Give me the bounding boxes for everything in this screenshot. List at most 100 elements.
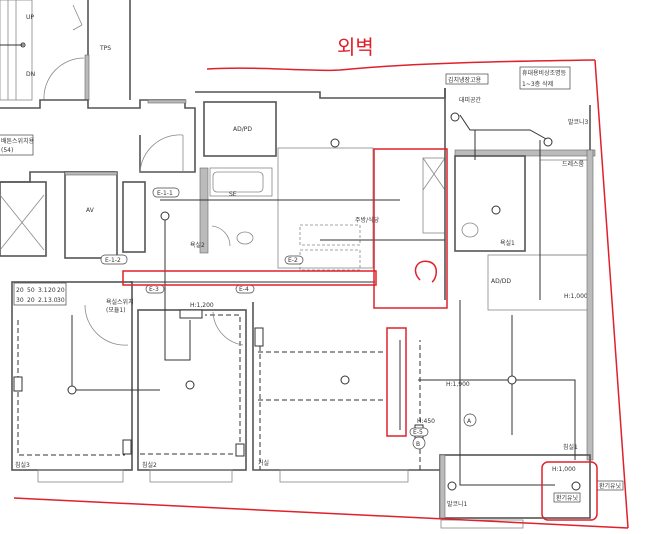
- plan-linework: [422, 157, 446, 191]
- plan-linework: [409, 427, 429, 437]
- plan-linework: [64, 171, 118, 176]
- plan-label: 3.0: [48, 297, 58, 304]
- plan-linework: [0, 194, 45, 251]
- plan-linework: [543, 137, 553, 147]
- plan-linework: [491, 205, 501, 215]
- plan-linework: [373, 148, 448, 309]
- plan-label: 30: [16, 297, 24, 304]
- stair: UP DN: [0, 0, 35, 101]
- plan-linework: [450, 112, 460, 122]
- plan-linework: [299, 224, 361, 246]
- height-450: H:450: [417, 418, 435, 425]
- plan-linework: [0, 181, 47, 257]
- tag-e-3: E-3: [149, 286, 159, 293]
- av-room: AV: [64, 171, 118, 259]
- tps-label: TPS: [99, 45, 111, 52]
- plan-linework: [139, 134, 184, 173]
- plan-linework: [43, 57, 85, 101]
- plan-linework: [386, 327, 407, 437]
- vent-unit-label: 환기유닛: [556, 494, 579, 502]
- plan-linework: [179, 309, 203, 319]
- plan-linework: [340, 375, 350, 385]
- plan-label: 20: [57, 287, 65, 294]
- emergency-light-note-box: [519, 66, 571, 90]
- emergency-note-line2: 1~3층 삭제: [522, 80, 553, 88]
- av-label: AV: [86, 207, 95, 214]
- bath1-label: 욕실1: [500, 239, 515, 247]
- plan-linework: [254, 327, 264, 347]
- plan-linework: [122, 270, 377, 286]
- plan-linework: [235, 443, 245, 457]
- plan-linework: [330, 138, 340, 148]
- plan-linework: [553, 492, 581, 503]
- plan-linework: [72, 24, 83, 31]
- plan-linework: [459, 300, 555, 486]
- plan-linework: [422, 157, 446, 234]
- tps-room: TPS: [43, 0, 131, 101]
- plan-label: 20: [48, 287, 56, 294]
- plan-linework: [206, 59, 596, 72]
- balcony1: 발코니1 침실1 H:1,000 환기유닛 환기유닛: [439, 443, 624, 519]
- emergency-note-line1: 휴대용비상조명등: [522, 69, 567, 77]
- tag-e-1-1: E-1-1: [157, 190, 173, 197]
- tag-se: SE: [229, 191, 237, 198]
- ad-pd-label: AD/PD: [233, 126, 252, 133]
- plan-linework: [541, 461, 598, 521]
- height-1200: H:1,200: [190, 302, 214, 309]
- plan-linework: [0, 134, 34, 156]
- living-room: 거실: [252, 302, 440, 471]
- plan-linework: [164, 215, 191, 361]
- kimchi-note: 김치냉장고용: [448, 76, 482, 84]
- balcony3-label: 발코니3: [568, 118, 589, 126]
- plan-linework: [100, 254, 128, 265]
- red-markup: 외벽: [13, 35, 629, 529]
- bedroom3-label: 침실3: [15, 461, 30, 469]
- kimchi-note-box: [445, 73, 489, 85]
- plan-linework: [152, 187, 180, 198]
- bedroom3: 20 50 3.1 20 20 30 20 2.1 3.0 30 침실3: [11, 281, 133, 471]
- tag-e-1-2: E-1-2: [105, 257, 121, 264]
- plan-linework: [252, 302, 440, 471]
- vent-unit-label-2: 환기유닛: [599, 482, 622, 490]
- plan-linework: [418, 379, 576, 460]
- plan-linework: [279, 469, 409, 483]
- kitchen-label: 주방/식당: [355, 216, 380, 224]
- switch-note: 배튼스위치용 (54): [0, 134, 35, 156]
- plan-linework: [236, 231, 254, 245]
- plan-linework: [454, 149, 596, 157]
- plan-linework: [195, 88, 446, 99]
- plan-linework: [84, 54, 90, 101]
- plan-linework: [454, 155, 526, 252]
- plan-linework: [412, 436, 426, 450]
- plan-linework: [439, 454, 591, 519]
- tag-e-2: E-2: [288, 257, 298, 264]
- dressroom-label: 드레스룸: [562, 160, 585, 168]
- marker-b: B: [416, 441, 420, 448]
- plan-linework: [160, 211, 170, 221]
- ad-pd-shaft: AD/PD: [203, 101, 277, 157]
- plan-linework: [71, 315, 160, 391]
- plan-linework: [72, 4, 83, 26]
- bedroom2-label: 침실2: [142, 461, 157, 469]
- plan-label: 20: [27, 297, 35, 304]
- plan-linework: [299, 249, 361, 271]
- plan-linework: [84, 304, 129, 346]
- plan-linework: [13, 497, 629, 529]
- plan-linework: [539, 159, 593, 256]
- plan-linework: [37, 469, 124, 483]
- balcony1-label: 발코니1: [447, 500, 468, 508]
- plan-linework: [17, 320, 125, 456]
- plan-linework: [212, 311, 244, 346]
- plan-linework: [209, 167, 273, 197]
- height-1900: H:1,900: [446, 381, 470, 388]
- bath-switch-note-2: (모듈1): [106, 307, 126, 314]
- plan-linework: [459, 114, 549, 141]
- plan-linework: [122, 181, 146, 253]
- height-1000: H:1,000: [564, 293, 588, 300]
- tag-e-4: E-4: [239, 286, 249, 293]
- plan-linework: [461, 222, 479, 238]
- plan-linework: [414, 260, 437, 283]
- elevator-shaft: [0, 181, 47, 257]
- plan-linework: [149, 469, 233, 483]
